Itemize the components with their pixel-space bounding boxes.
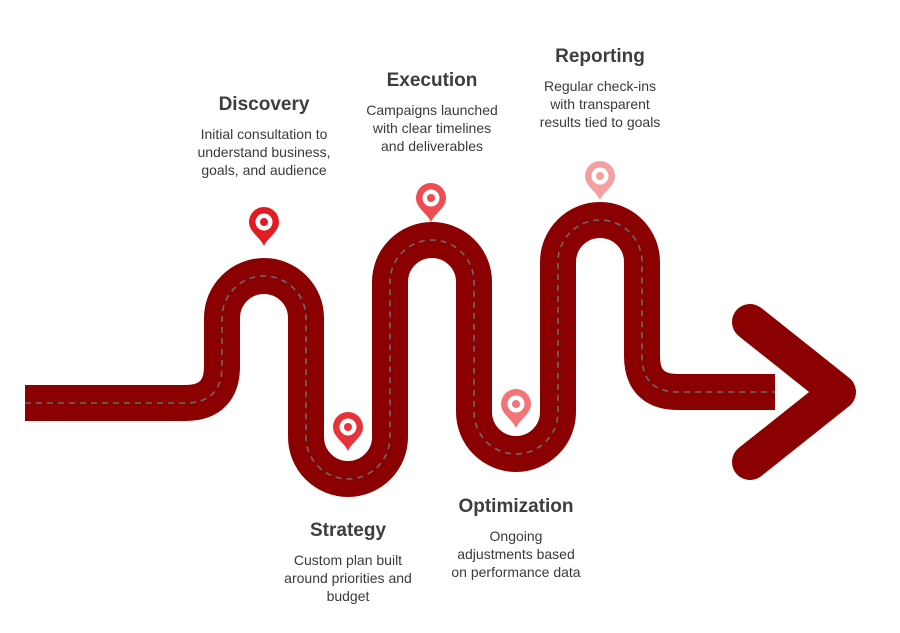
stage-reporting: Reporting Regular check-ins with transpa…: [509, 46, 691, 131]
pin-dot: [512, 400, 520, 408]
map-pin-icon: [501, 389, 531, 428]
map-pin-icon: [249, 207, 279, 246]
stage-description: Initial consultation to understand busin…: [197, 126, 331, 178]
stage-description: Custom plan built around priorities and …: [284, 552, 412, 604]
stage-strategy: Strategy Custom plan built around priori…: [257, 520, 439, 605]
stage-description: Campaigns launched with clear timelines …: [366, 102, 498, 154]
stage-discovery: Discovery Initial consultation to unders…: [173, 94, 355, 179]
map-pin-icon: [585, 161, 615, 200]
map-pin-icon: [416, 183, 446, 222]
pin-dot: [344, 423, 352, 431]
winding-road: [25, 202, 775, 497]
stage-title: Execution: [386, 70, 478, 91]
stage-title: Discovery: [218, 94, 310, 115]
pin-dot: [596, 172, 604, 180]
pin-dot: [260, 218, 268, 226]
stage-execution: Execution Campaigns launched with clear …: [341, 70, 523, 155]
stage-title: Strategy: [309, 520, 387, 541]
stage-description: Regular check-ins with transparent resul…: [539, 78, 661, 130]
road-center-line: [25, 219, 775, 480]
stage-title: Reporting: [555, 46, 645, 67]
pin-dot: [427, 194, 435, 202]
arrow-head-icon: [732, 304, 856, 480]
stage-description: Ongoing adjustments based on performance…: [451, 528, 581, 580]
map-pin-icon: [333, 412, 363, 451]
stage-title: Optimization: [458, 496, 574, 517]
stage-optimization: Optimization Ongoing adjustments based o…: [425, 496, 607, 581]
